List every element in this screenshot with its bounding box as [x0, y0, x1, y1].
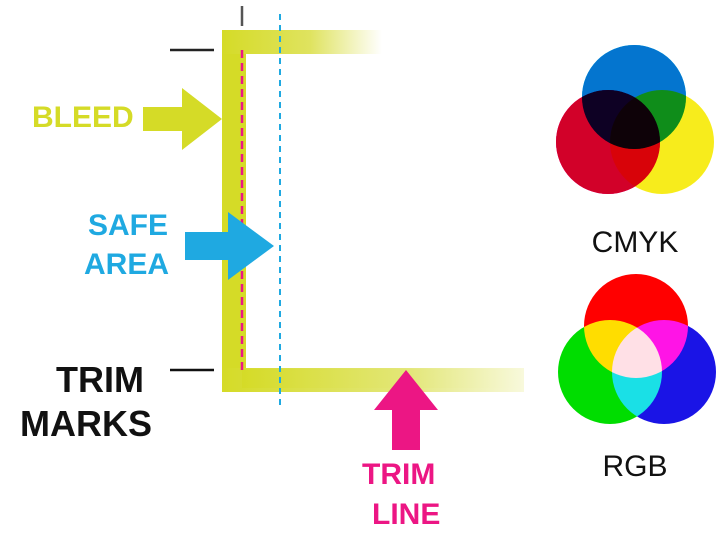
cmyk-overlay-magenta — [556, 90, 660, 194]
safe-area-arrow — [185, 212, 274, 280]
cmyk-caption: CMYK — [591, 226, 679, 259]
page-area — [246, 54, 526, 368]
bleed-label: BLEED — [32, 101, 134, 134]
bleed-band-left-inner — [222, 54, 242, 368]
trim-line-dashed — [240, 48, 522, 372]
bleed-band — [222, 30, 526, 392]
safe-label-line1: SAFE — [88, 209, 169, 242]
rgb-circles — [558, 274, 716, 424]
safe-label-line2: AREA — [84, 248, 170, 281]
bleed-band-bottom-inner — [242, 369, 524, 388]
safe-area-dashed — [208, 14, 522, 408]
cmyk-circles — [556, 45, 714, 194]
rgb-caption: RGB — [602, 450, 668, 483]
trim-line-arrow — [374, 370, 438, 450]
blue-circle — [612, 320, 716, 424]
trim-line-label-line2: LINE — [372, 498, 441, 531]
trim-marks-label-line1: TRIM — [56, 359, 144, 400]
trim-marks-label-line2: MARKS — [20, 403, 152, 444]
trim-line-label-line1: TRIM — [362, 458, 436, 491]
bleed-arrow — [143, 88, 222, 150]
trim-marks — [170, 6, 244, 372]
